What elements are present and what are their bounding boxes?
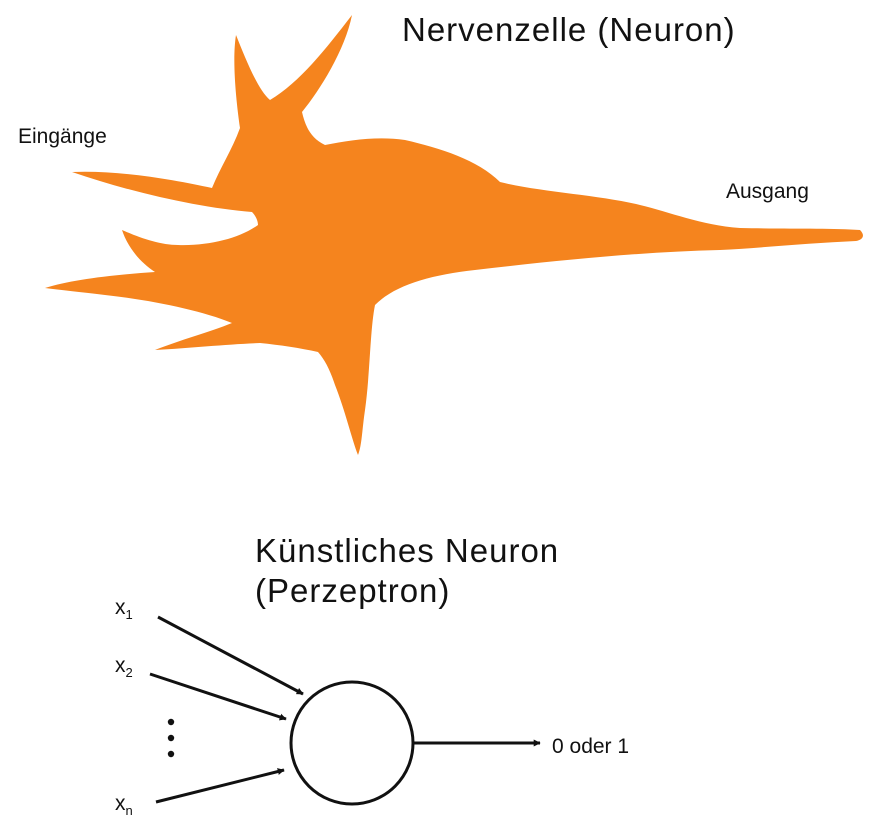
ellipsis-dot-1 [167,718,175,726]
input-subscript: 1 [125,607,133,622]
neuron-title: Nervenzelle (Neuron) [402,11,736,48]
input-arrow-x1 [157,615,304,696]
perceptron-diagram [149,615,541,806]
perceptron-node [289,680,415,806]
input-label-x1: x1 [115,597,133,621]
input-symbol: x [115,596,126,619]
ellipsis-dot-2 [167,734,175,742]
input-symbol: x [115,654,126,677]
neuron-cell-body [45,15,863,455]
input-arrow-xn [155,768,285,804]
perceptron-title-line1: Künstliches Neuron [255,532,560,569]
input-subscript: n [125,803,133,818]
input-label-x2: x2 [115,655,133,679]
inputs-label: Eingänge [18,125,107,148]
input-subscript: 2 [125,665,133,680]
input-symbol: x [115,792,126,815]
input-label-xn: xn [115,793,133,817]
output-label: Ausgang [726,180,809,203]
perceptron-title-line2: (Perzeptron) [255,572,451,609]
ellipsis-dot-3 [167,750,175,758]
perceptron-output-label: 0 oder 1 [552,735,630,758]
input-arrow-x2 [149,672,287,721]
